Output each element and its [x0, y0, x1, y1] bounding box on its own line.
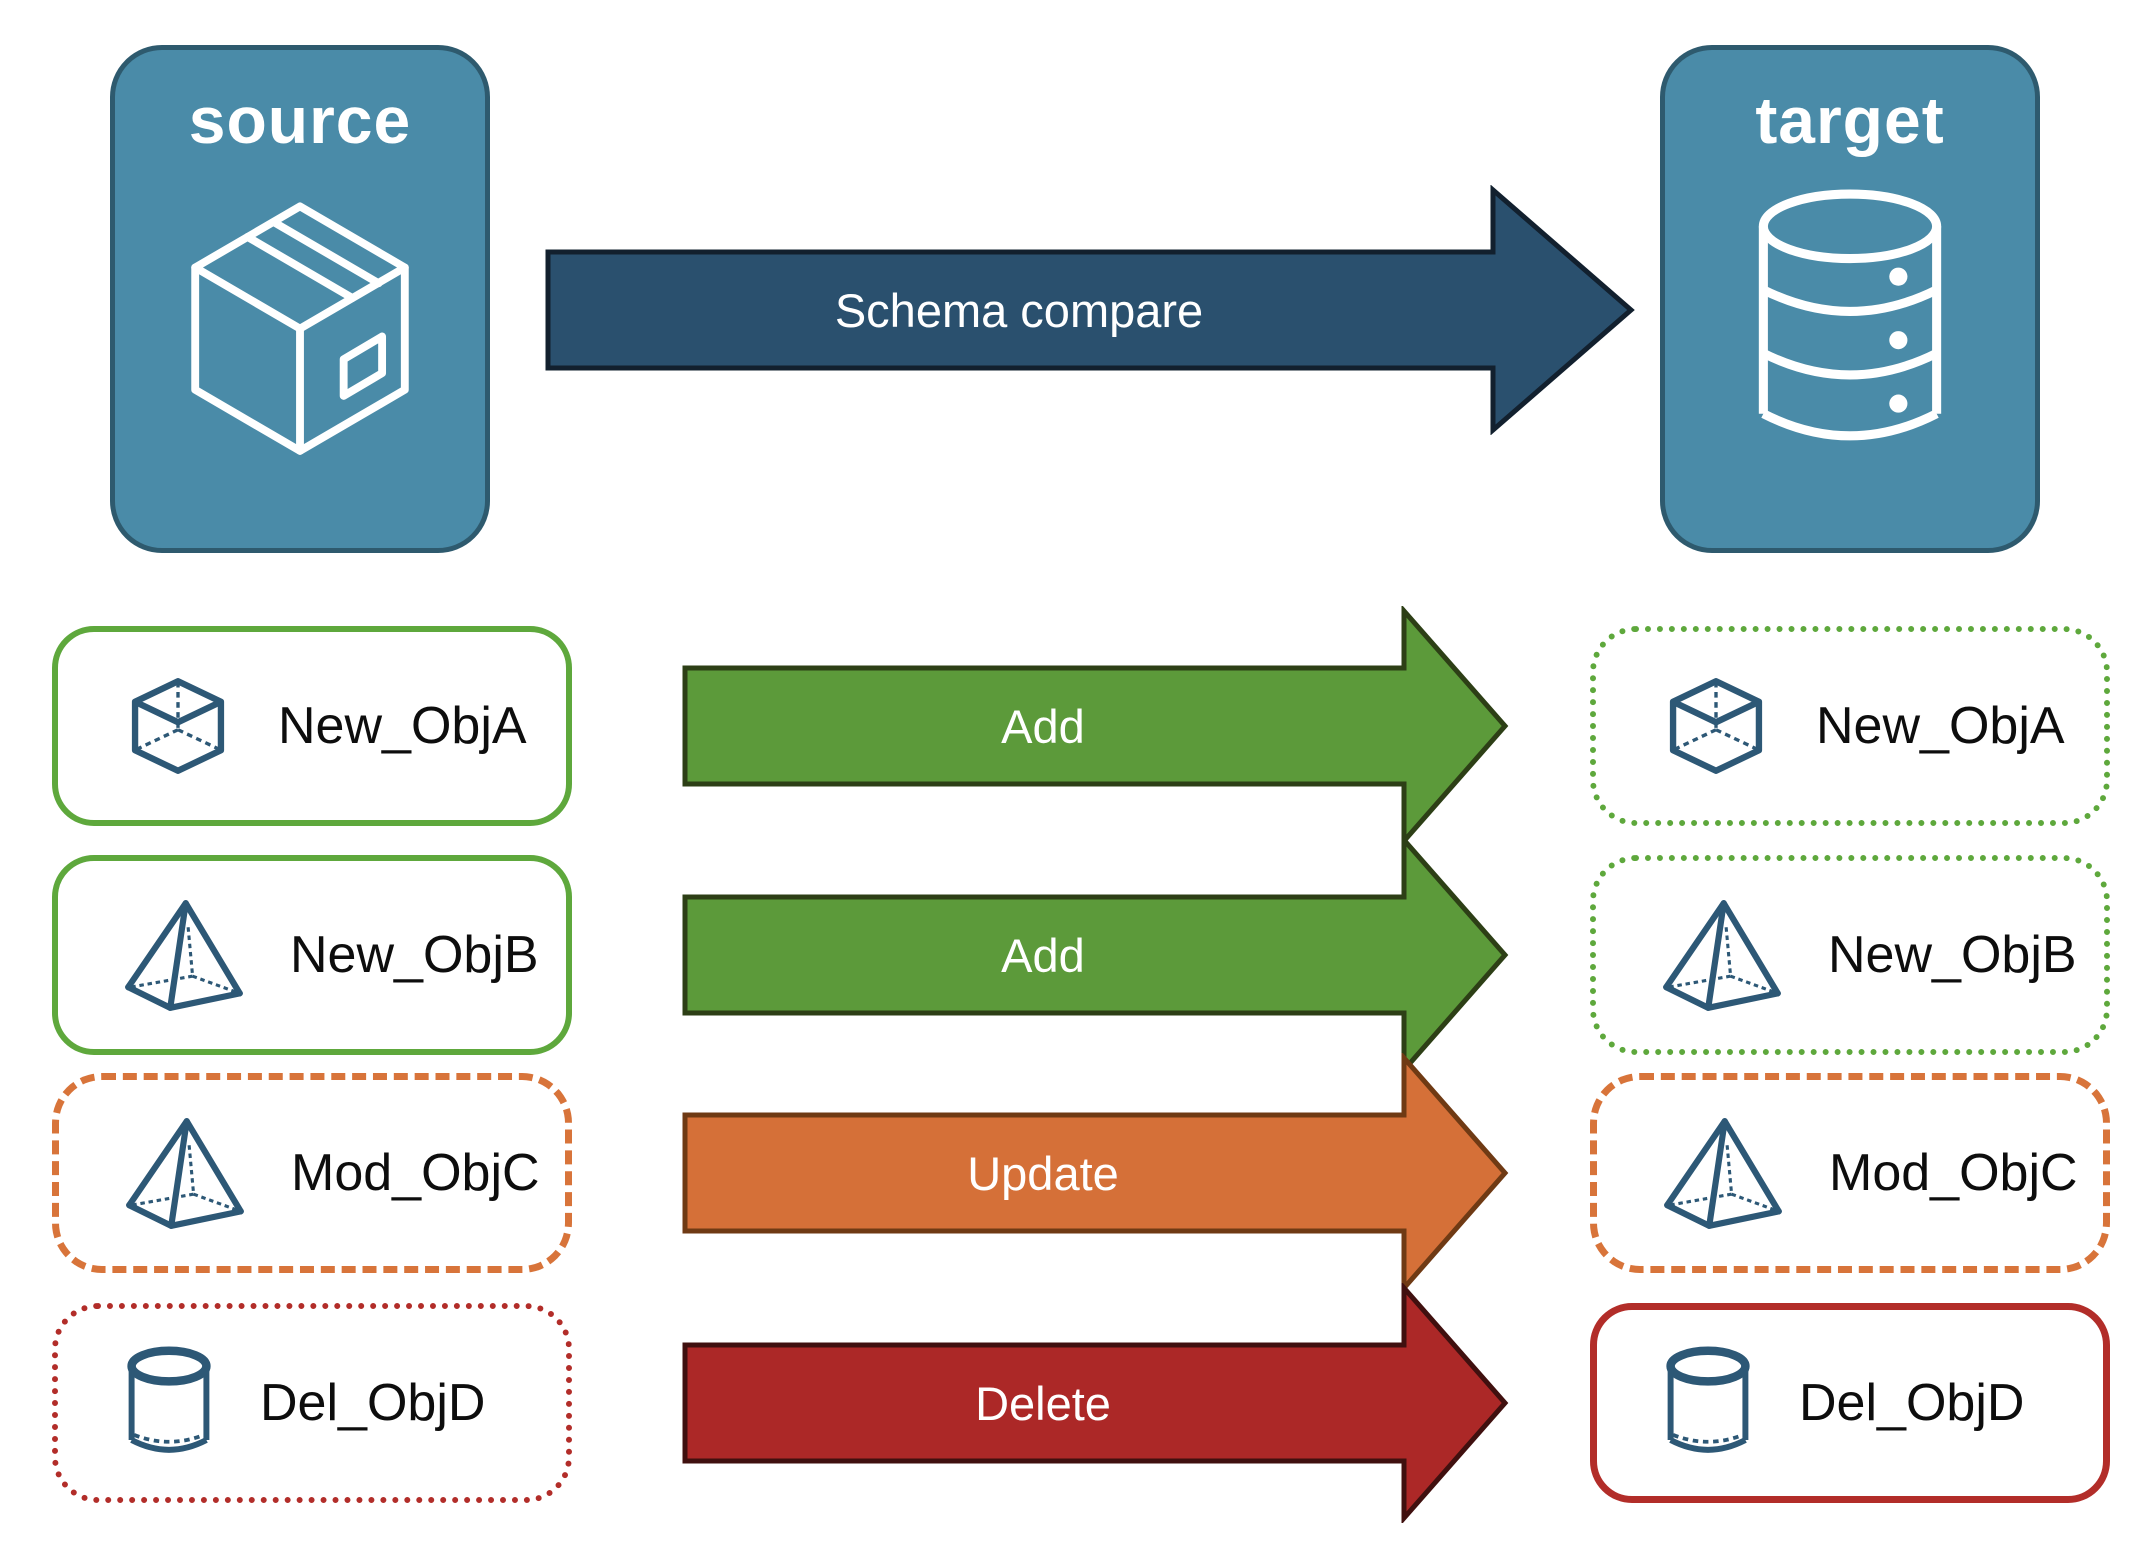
- target-node: target: [1660, 45, 2040, 553]
- object-label: Mod_ObjC: [1829, 1144, 2078, 1202]
- source-card-new-objb: New_ObjB: [52, 855, 572, 1055]
- target-card-new-objb: New_ObjB: [1590, 855, 2110, 1055]
- compare-arrow-label: Schema compare: [834, 283, 1204, 337]
- cylinder-icon: [1661, 1344, 1755, 1463]
- source-title: source: [188, 83, 412, 157]
- delete-arrow-row4: Delete: [682, 1281, 1510, 1525]
- pyramid-icon: [1660, 897, 1784, 1014]
- update-arrow-label: Update: [967, 1146, 1119, 1200]
- database-icon: [1744, 184, 1956, 456]
- target-card-mod-objc: Mod_ObjC: [1590, 1073, 2110, 1273]
- cube-icon: [122, 670, 234, 782]
- pyramid-icon: [122, 897, 246, 1014]
- add-arrow-row1: Add: [682, 604, 1510, 848]
- pyramid-icon: [123, 1115, 247, 1232]
- object-label: Del_ObjD: [1799, 1374, 2025, 1432]
- add-arrow-row2: Add: [682, 833, 1510, 1077]
- object-label: New_ObjA: [278, 697, 527, 755]
- target-title: target: [1755, 83, 1945, 157]
- add-arrow-label: Add: [1001, 699, 1085, 753]
- source-card-new-obja: New_ObjA: [52, 626, 572, 826]
- target-card-del-objd: Del_ObjD: [1590, 1303, 2110, 1503]
- object-label: Mod_ObjC: [291, 1144, 540, 1202]
- source-card-del-objd: Del_ObjD: [52, 1303, 572, 1503]
- update-arrow-row3: Update: [682, 1051, 1510, 1295]
- object-label: New_ObjA: [1816, 697, 2065, 755]
- cylinder-icon: [122, 1344, 216, 1463]
- object-label: New_ObjB: [290, 926, 539, 984]
- target-card-new-obja: New_ObjA: [1590, 626, 2110, 826]
- source-node: source: [110, 45, 490, 553]
- cube-icon: [1660, 670, 1772, 782]
- package-icon: [169, 184, 431, 482]
- pyramid-icon: [1661, 1115, 1785, 1232]
- add-arrow-label: Add: [1001, 928, 1085, 982]
- source-card-mod-objc: Mod_ObjC: [52, 1073, 572, 1273]
- compare-arrow-shape: [545, 184, 1635, 436]
- object-label: New_ObjB: [1828, 926, 2077, 984]
- object-label: Del_ObjD: [260, 1374, 486, 1432]
- delete-arrow-label: Delete: [975, 1376, 1111, 1430]
- schema-compare-arrow: Schema compare: [545, 184, 1635, 436]
